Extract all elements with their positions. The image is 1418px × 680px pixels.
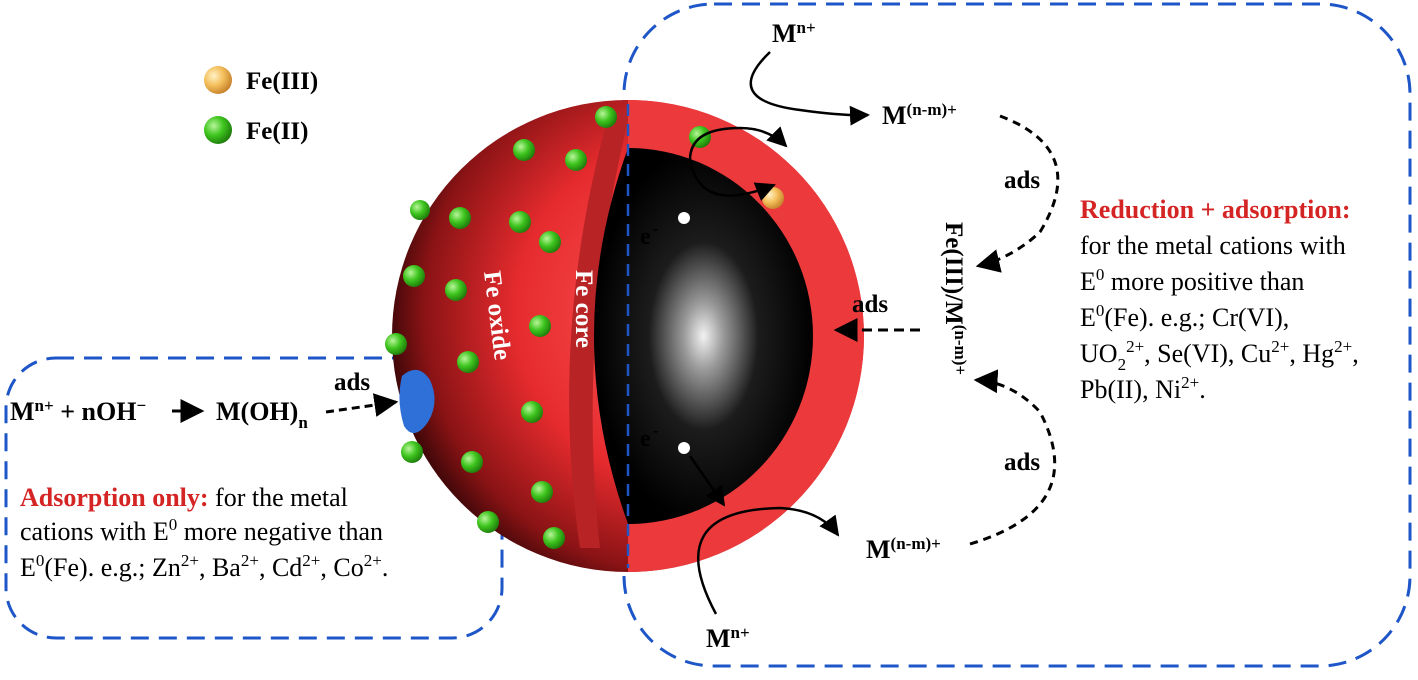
right-box-line1: for the metal cations with [1080, 231, 1346, 260]
legend-fe2-label: Fe(II) [246, 118, 308, 145]
fe2-dot [477, 511, 499, 533]
fe2-dot [513, 139, 535, 161]
fe2-dots [385, 106, 711, 549]
legend: Fe(III) Fe(II) [204, 66, 318, 145]
ads-arrow-lower [969, 369, 1057, 546]
fe2-dot [595, 106, 617, 128]
fe2-dot [529, 315, 551, 337]
ads-label-middle: ads [852, 291, 888, 318]
fe-core-label: Fe core [570, 270, 597, 348]
fe2-dot [539, 231, 561, 253]
nanoparticle [392, 100, 864, 572]
fe2-dot [401, 441, 423, 463]
electron-dot [678, 442, 690, 454]
right-box-line4: UO22+, Se(VI), Cu2+, Hg2+, [1080, 337, 1359, 374]
fe2-dot [449, 207, 471, 229]
precipitation-product: M(OH)n [216, 397, 308, 432]
fe2-dot [521, 401, 543, 423]
right-box-line5: Pb(II), Ni2+. [1080, 373, 1206, 404]
fe2-dot [457, 351, 479, 373]
electron-dot [678, 212, 690, 224]
fe2-dot [385, 333, 407, 355]
ads-label-lower: ads [1004, 449, 1040, 476]
ads-label-left: ads [334, 369, 370, 396]
bottom-curved-arrow [696, 506, 840, 615]
precipitation-equation: Mn+ + nOH− [10, 396, 146, 426]
right-box-line2: E0 more positive than [1080, 265, 1304, 296]
top-curved-arrow [749, 51, 870, 126]
top-mnm-label: M(n-m)+ [882, 100, 957, 130]
fe2-dot [461, 451, 483, 473]
left-box-text: Adsorption only: for the metal cations w… [20, 483, 388, 582]
fe2-dot [531, 481, 553, 503]
ads-arrow-left [325, 393, 399, 417]
right-box-text: Reduction + adsorption: for the metal ca… [1080, 195, 1359, 404]
electron-label-bottom: e- [640, 421, 659, 452]
fe-core [594, 148, 813, 524]
legend-fe3-dot [204, 66, 232, 94]
fe2-dot [565, 149, 587, 171]
left-box-line1: Adsorption only: for the metal [20, 483, 348, 512]
vertical-product-label: Fe(III)/M(n-m)+ [940, 222, 970, 375]
right-box-title: Reduction + adsorption: [1080, 195, 1351, 224]
fe3-dot [762, 187, 784, 209]
right-box-line3: E0(Fe). e.g.; Cr(VI), [1080, 301, 1289, 332]
fe2-dot [403, 265, 425, 287]
fe2-dot [445, 279, 467, 301]
legend-fe2-dot [204, 116, 232, 144]
electron-transfer-arrow-top [688, 126, 788, 202]
fe2-dot [543, 527, 565, 549]
electron-out-arrow [688, 455, 726, 507]
fe2-dot [509, 211, 531, 233]
bottom-mn-label: Mn+ [706, 623, 750, 653]
shell-cut-face [569, 110, 630, 548]
electron-label-top: e- [640, 219, 659, 250]
surface-precipitate-blob [399, 369, 435, 434]
ads-arrow-upper [975, 114, 1060, 273]
ads-label-upper: ads [1004, 167, 1040, 194]
fe2-dot [410, 200, 430, 220]
legend-fe3-label: Fe(III) [246, 68, 318, 95]
top-mn-label: Mn+ [772, 18, 816, 48]
left-box-line2: cations with E0 more negative than [20, 515, 383, 546]
left-box-line3: E0(Fe). e.g.; Zn2+, Ba2+, Cd2+, Co2+. [20, 551, 388, 582]
bottom-mnm-label: M(n-m)+ [866, 534, 941, 564]
